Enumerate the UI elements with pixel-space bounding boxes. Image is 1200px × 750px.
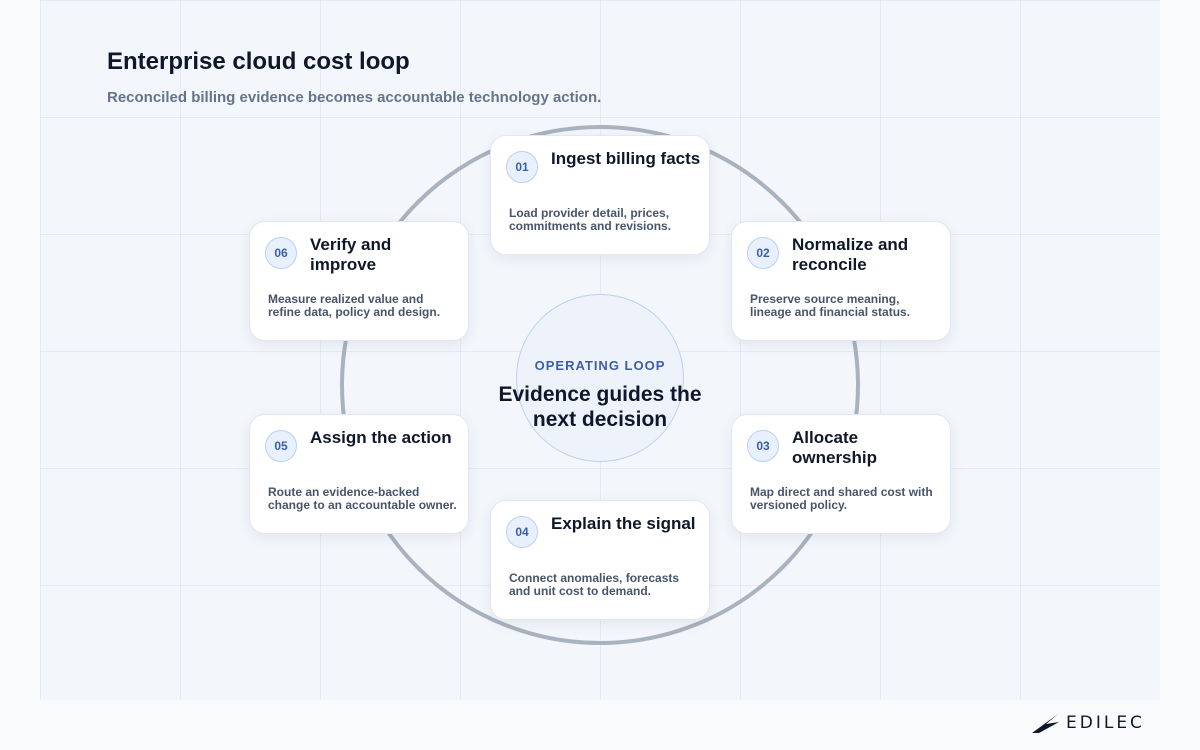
- step-title: Verify and improve: [310, 235, 392, 274]
- step-title: Ingest billing facts: [551, 149, 701, 168]
- center-tag: OPERATING LOOP: [534, 358, 666, 373]
- step-number-badge: 01: [506, 151, 538, 183]
- step-card-01: 01 Ingest billing facts Load provider de…: [490, 135, 710, 255]
- step-card-05: 05 Assign the action Route an evidence-b…: [249, 414, 469, 534]
- step-title: Allocate ownership: [792, 428, 878, 467]
- step-number-badge: 03: [747, 430, 779, 462]
- page-subtitle: Reconciled billing evidence becomes acco…: [107, 89, 602, 106]
- step-description: Route an evidence-backed change to an ac…: [268, 485, 457, 512]
- brand-name: EDILEC: [1066, 713, 1145, 733]
- step-description: Preserve source meaning, lineage and fin…: [750, 292, 911, 319]
- step-description: Measure realized value and refine data, …: [268, 292, 441, 319]
- center-circle: [516, 294, 684, 462]
- step-card-02: 02 Normalize and reconcile Preserve sour…: [731, 221, 951, 341]
- step-title: Normalize and reconcile: [792, 235, 909, 274]
- step-title: Assign the action: [310, 428, 452, 447]
- step-number-badge: 06: [265, 237, 297, 269]
- step-description: Load provider detail, prices, commitment…: [509, 206, 672, 233]
- step-number-badge: 04: [506, 516, 538, 548]
- brand-mark-icon: [1032, 714, 1059, 733]
- page-title: Enterprise cloud cost loop: [107, 48, 410, 75]
- step-number-badge: 05: [265, 430, 297, 462]
- step-card-03: 03 Allocate ownership Map direct and sha…: [731, 414, 951, 534]
- step-card-04: 04 Explain the signal Connect anomalies,…: [490, 500, 710, 620]
- step-card-06: 06 Verify and improve Measure realized v…: [249, 221, 469, 341]
- step-description: Connect anomalies, forecasts and unit co…: [509, 571, 680, 598]
- center-text: Evidence guides the next decision: [498, 383, 702, 431]
- step-number-badge: 02: [747, 237, 779, 269]
- brand-logo: EDILEC: [1032, 712, 1145, 734]
- step-description: Map direct and shared cost with versione…: [750, 485, 933, 512]
- step-title: Explain the signal: [551, 514, 696, 533]
